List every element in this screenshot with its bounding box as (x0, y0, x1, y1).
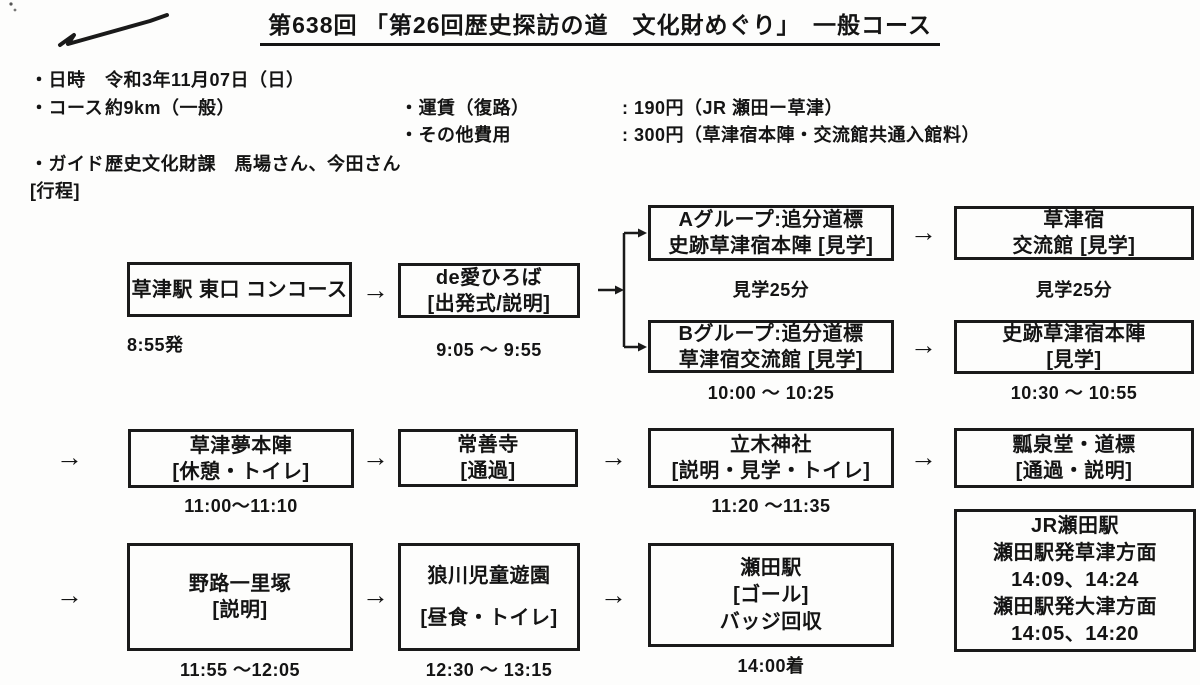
flow-arrow-icon: → (56, 442, 83, 472)
noji-ichirizuka-time: 11:55 ～12:05 (179, 660, 301, 680)
other-fee-value: : 300円（草津宿本陣・交流館共通入館料） (622, 125, 981, 145)
group-a-note: 見学25分 (732, 280, 810, 300)
other-fee-label: ・その他費用 (400, 125, 511, 145)
hyousendo-box: 瓢泉堂・道標 [通過・説明] (954, 428, 1194, 488)
handwritten-checkmark (9, 2, 169, 47)
branch-connector (598, 228, 647, 352)
date-value: 令和3年11月07日（日） (105, 70, 305, 90)
seta-station-box: 瀬田駅 [ゴール] バッジ回収 (648, 543, 894, 647)
ookamigawa-park-time: 12:30 ～ 13:15 (425, 660, 553, 680)
ookamigawa-park-box: 狼川児童遊園 [昼食・トイレ] (398, 543, 580, 651)
page-title: 第638回 「第26回歴史探訪の道 文化財めぐり」 一般コース (0, 6, 1200, 46)
group-a-box: Aグループ:追分道標 史跡草津宿本陣 [見学] (648, 205, 894, 261)
kusatsu-station-time: 8:55発 (127, 335, 184, 355)
kouryukan-note: 見学25分 (1035, 280, 1113, 300)
guide-value: 歴史文化財課 馬場さん、今田さん (105, 154, 401, 174)
flow-arrow-icon: → (362, 580, 389, 610)
kusatsu-station-box: 草津駅 東口 コンコース (127, 262, 352, 317)
deai-hiroba-time: 9:05 ～ 9:55 (436, 340, 542, 360)
flow-arrow-icon: → (362, 275, 389, 305)
guide-label: ・ガイド (30, 154, 104, 174)
fare-value: : 190円（JR 瀬田ー草津） (622, 98, 844, 118)
yume-honjin-time: 11:00～11:10 (184, 496, 298, 516)
honjin-box: 史跡草津宿本陣 [見学] (954, 320, 1194, 374)
date-label: ・日時 (30, 70, 86, 90)
flow-arrow-icon: → (362, 442, 389, 472)
deai-hiroba-box: de愛ひろば [出発式/説明] (398, 263, 580, 318)
flow-arrow-icon: → (600, 442, 627, 472)
yume-honjin-box: 草津夢本陣 [休憩・トイレ] (128, 429, 354, 488)
flow-arrow-icon: → (910, 217, 937, 247)
fare-label: ・運賃（復路） (400, 98, 530, 118)
seta-station-time: 14:00着 (737, 656, 805, 676)
jr-seta-timetable-box: JR瀬田駅 瀬田駅発草津方面 14:09、14:24 瀬田駅発大津方面 14:0… (954, 509, 1196, 652)
tachiki-jinja-time: 11:20 ～11:35 (711, 496, 831, 516)
noji-ichirizuka-box: 野路一里塚 [説明] (127, 543, 353, 651)
group-b-box: Bグループ:追分道標 草津宿交流館 [見学] (648, 320, 894, 373)
flow-arrow-icon: → (600, 580, 627, 610)
flow-arrow-icon: → (910, 330, 937, 360)
tachiki-jinja-box: 立木神社 [説明・見学・トイレ] (648, 428, 894, 488)
kouryukan-box: 草津宿 交流館 [見学] (954, 206, 1194, 260)
honjin-time: 10:30 ～ 10:55 (1010, 383, 1138, 403)
itinerary-label: [行程] (30, 181, 80, 201)
jouzenji-box: 常善寺 [通過] (398, 429, 578, 487)
group-b-time: 10:00 ～ 10:25 (707, 383, 835, 403)
flow-arrow-icon: → (56, 580, 83, 610)
flow-arrow-icon: → (910, 442, 937, 472)
course-label: ・コース (30, 98, 104, 118)
course-value: 約9km（一般） (105, 98, 236, 118)
